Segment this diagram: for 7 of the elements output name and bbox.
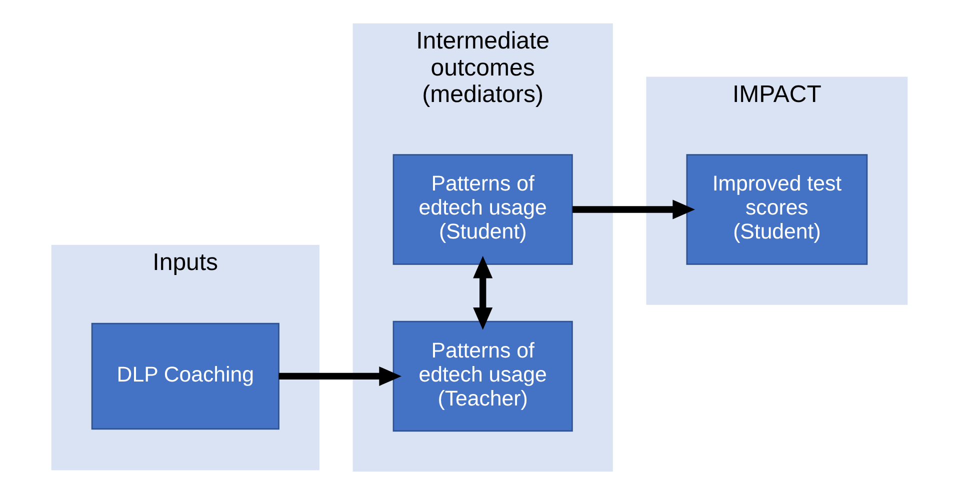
arrow [473,256,493,330]
arrow [278,366,402,386]
node-box: Patterns of edtech usage (Teacher) [392,320,573,432]
arrow [572,200,695,220]
node-box: Improved test scores (Student) [686,154,868,265]
node-box: Patterns of edtech usage (Student) [392,154,573,265]
node-box: DLP Coaching [91,322,280,430]
